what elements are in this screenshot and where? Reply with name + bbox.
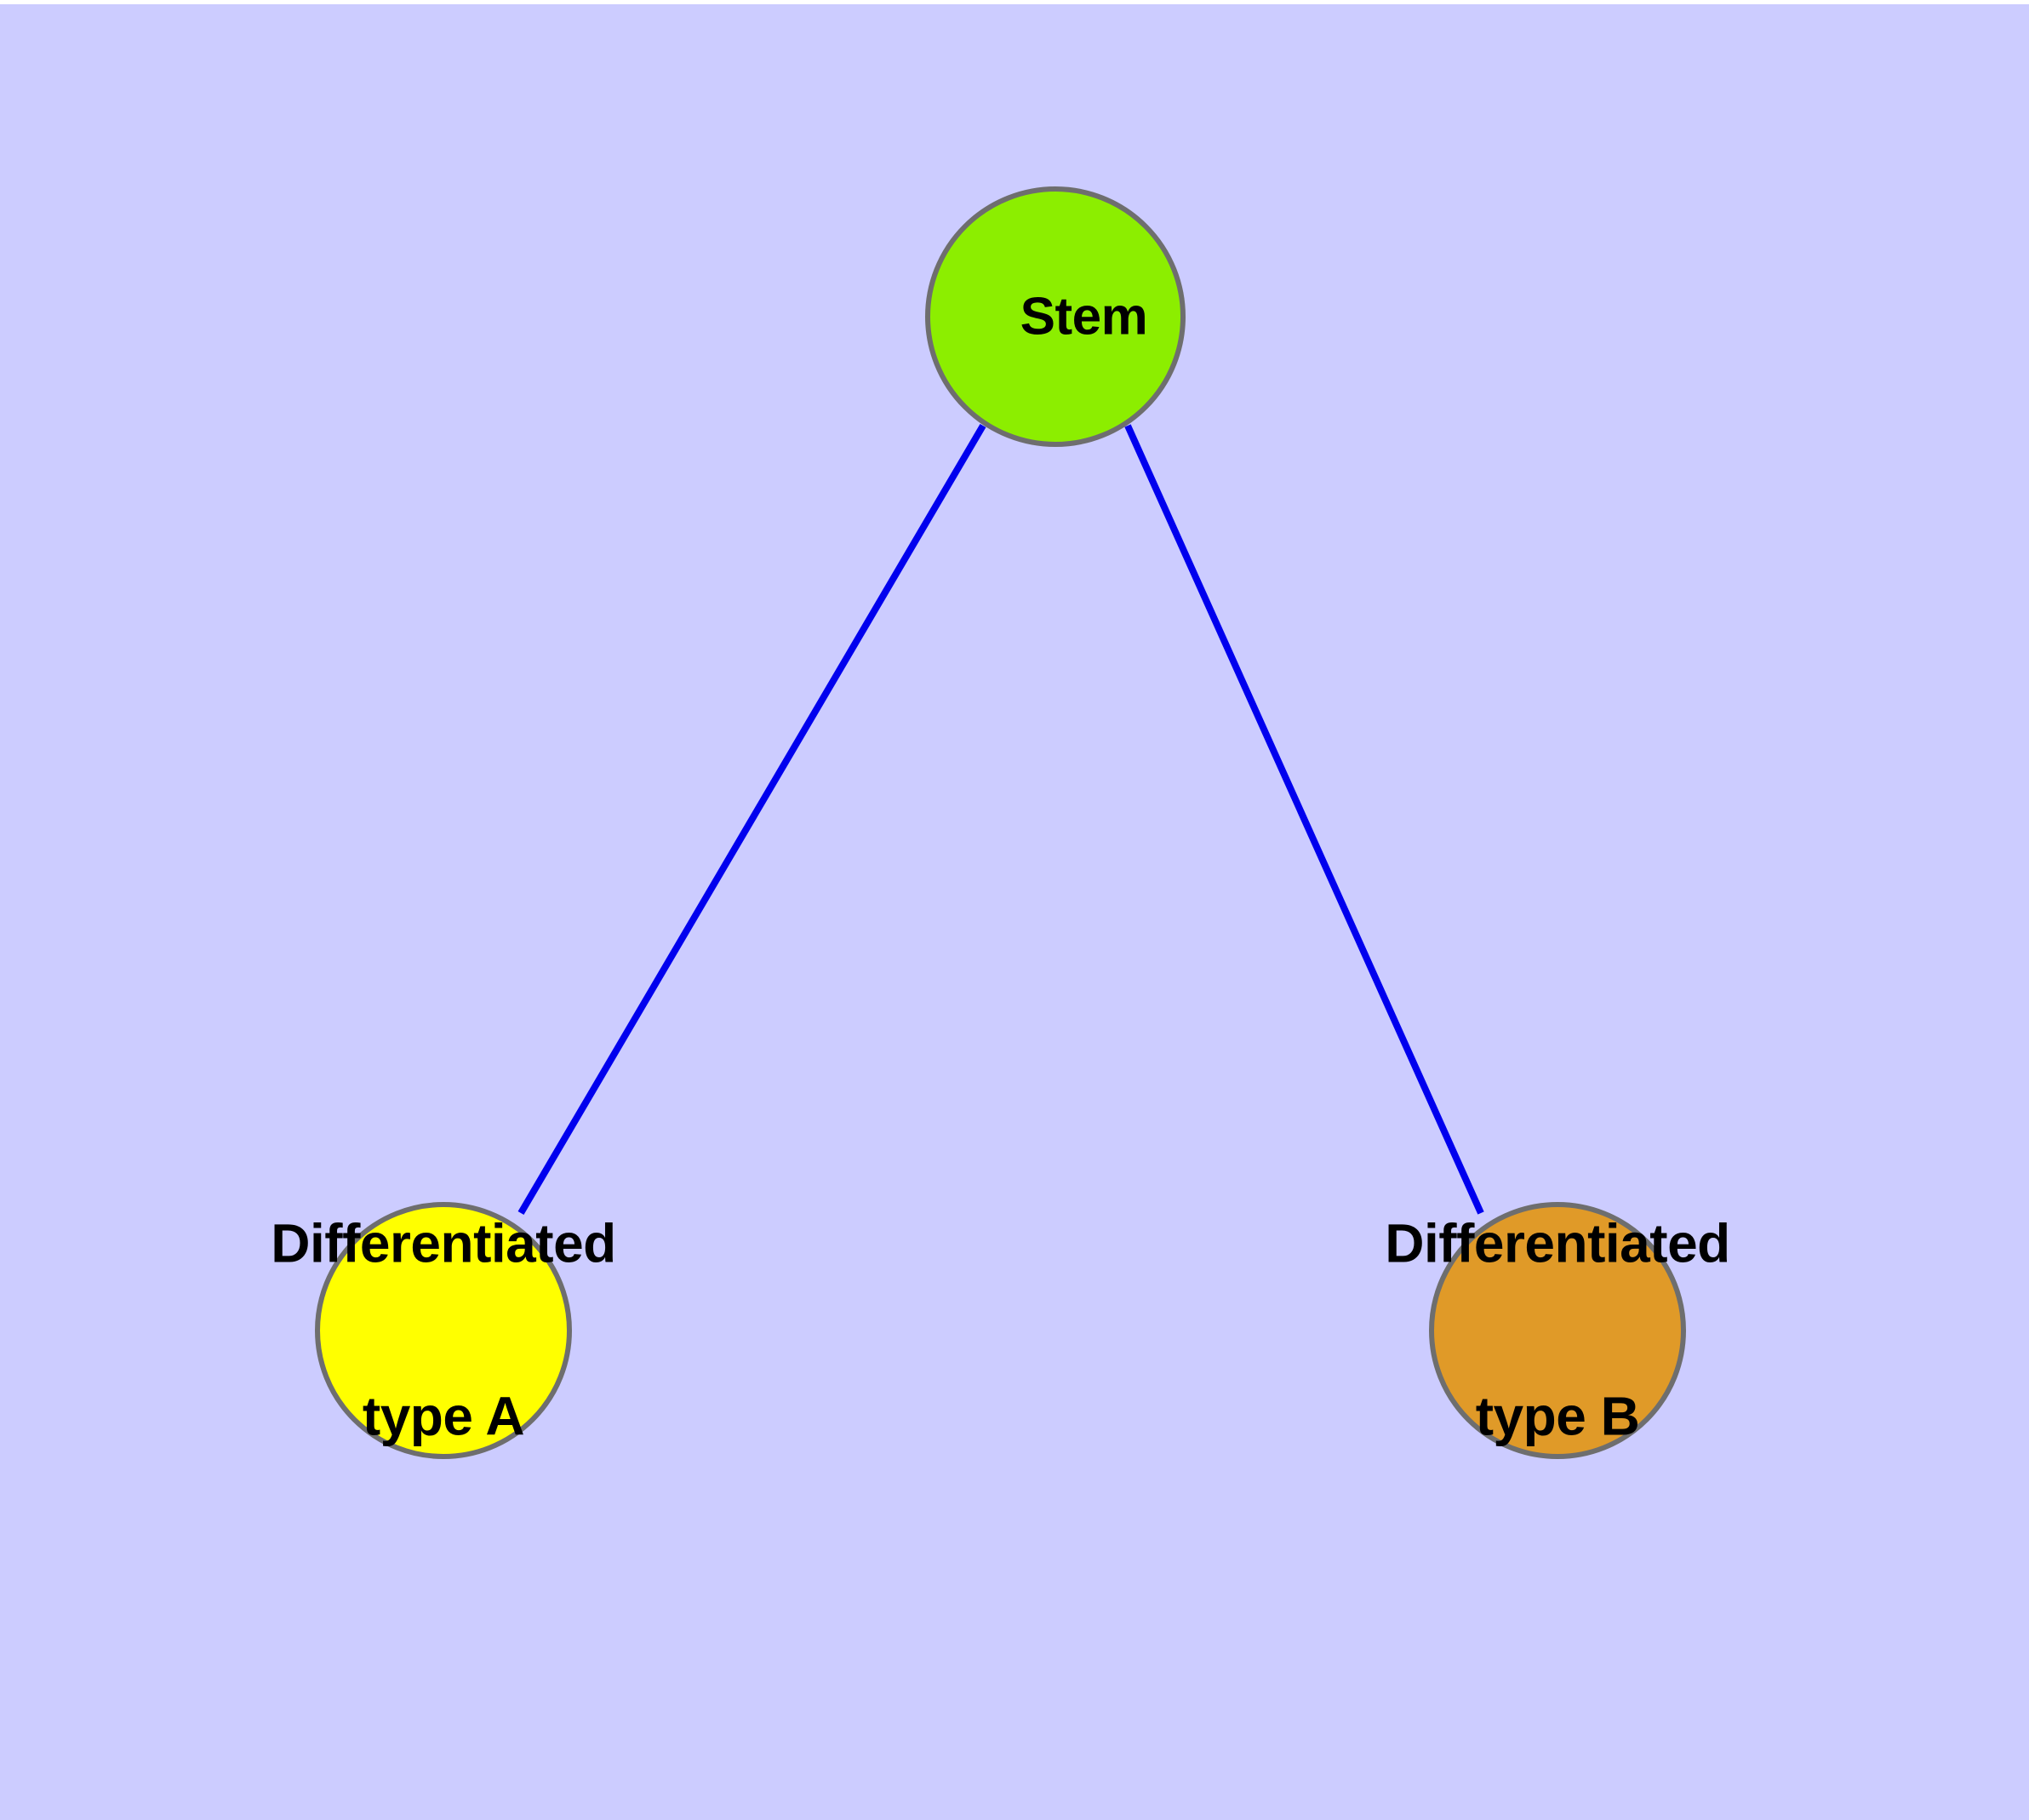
edge-layer bbox=[517, 423, 1484, 1216]
node-layer bbox=[315, 186, 1686, 1459]
edge-stem-to-differentiated-type-a[interactable] bbox=[517, 423, 986, 1216]
node-circle-differentiated-type-b[interactable] bbox=[1429, 1202, 1686, 1459]
edge-stem-to-differentiated-type-b[interactable] bbox=[1124, 424, 1484, 1215]
node-circle-differentiated-type-a[interactable] bbox=[315, 1202, 572, 1459]
node-circle-stem[interactable] bbox=[925, 186, 1186, 447]
